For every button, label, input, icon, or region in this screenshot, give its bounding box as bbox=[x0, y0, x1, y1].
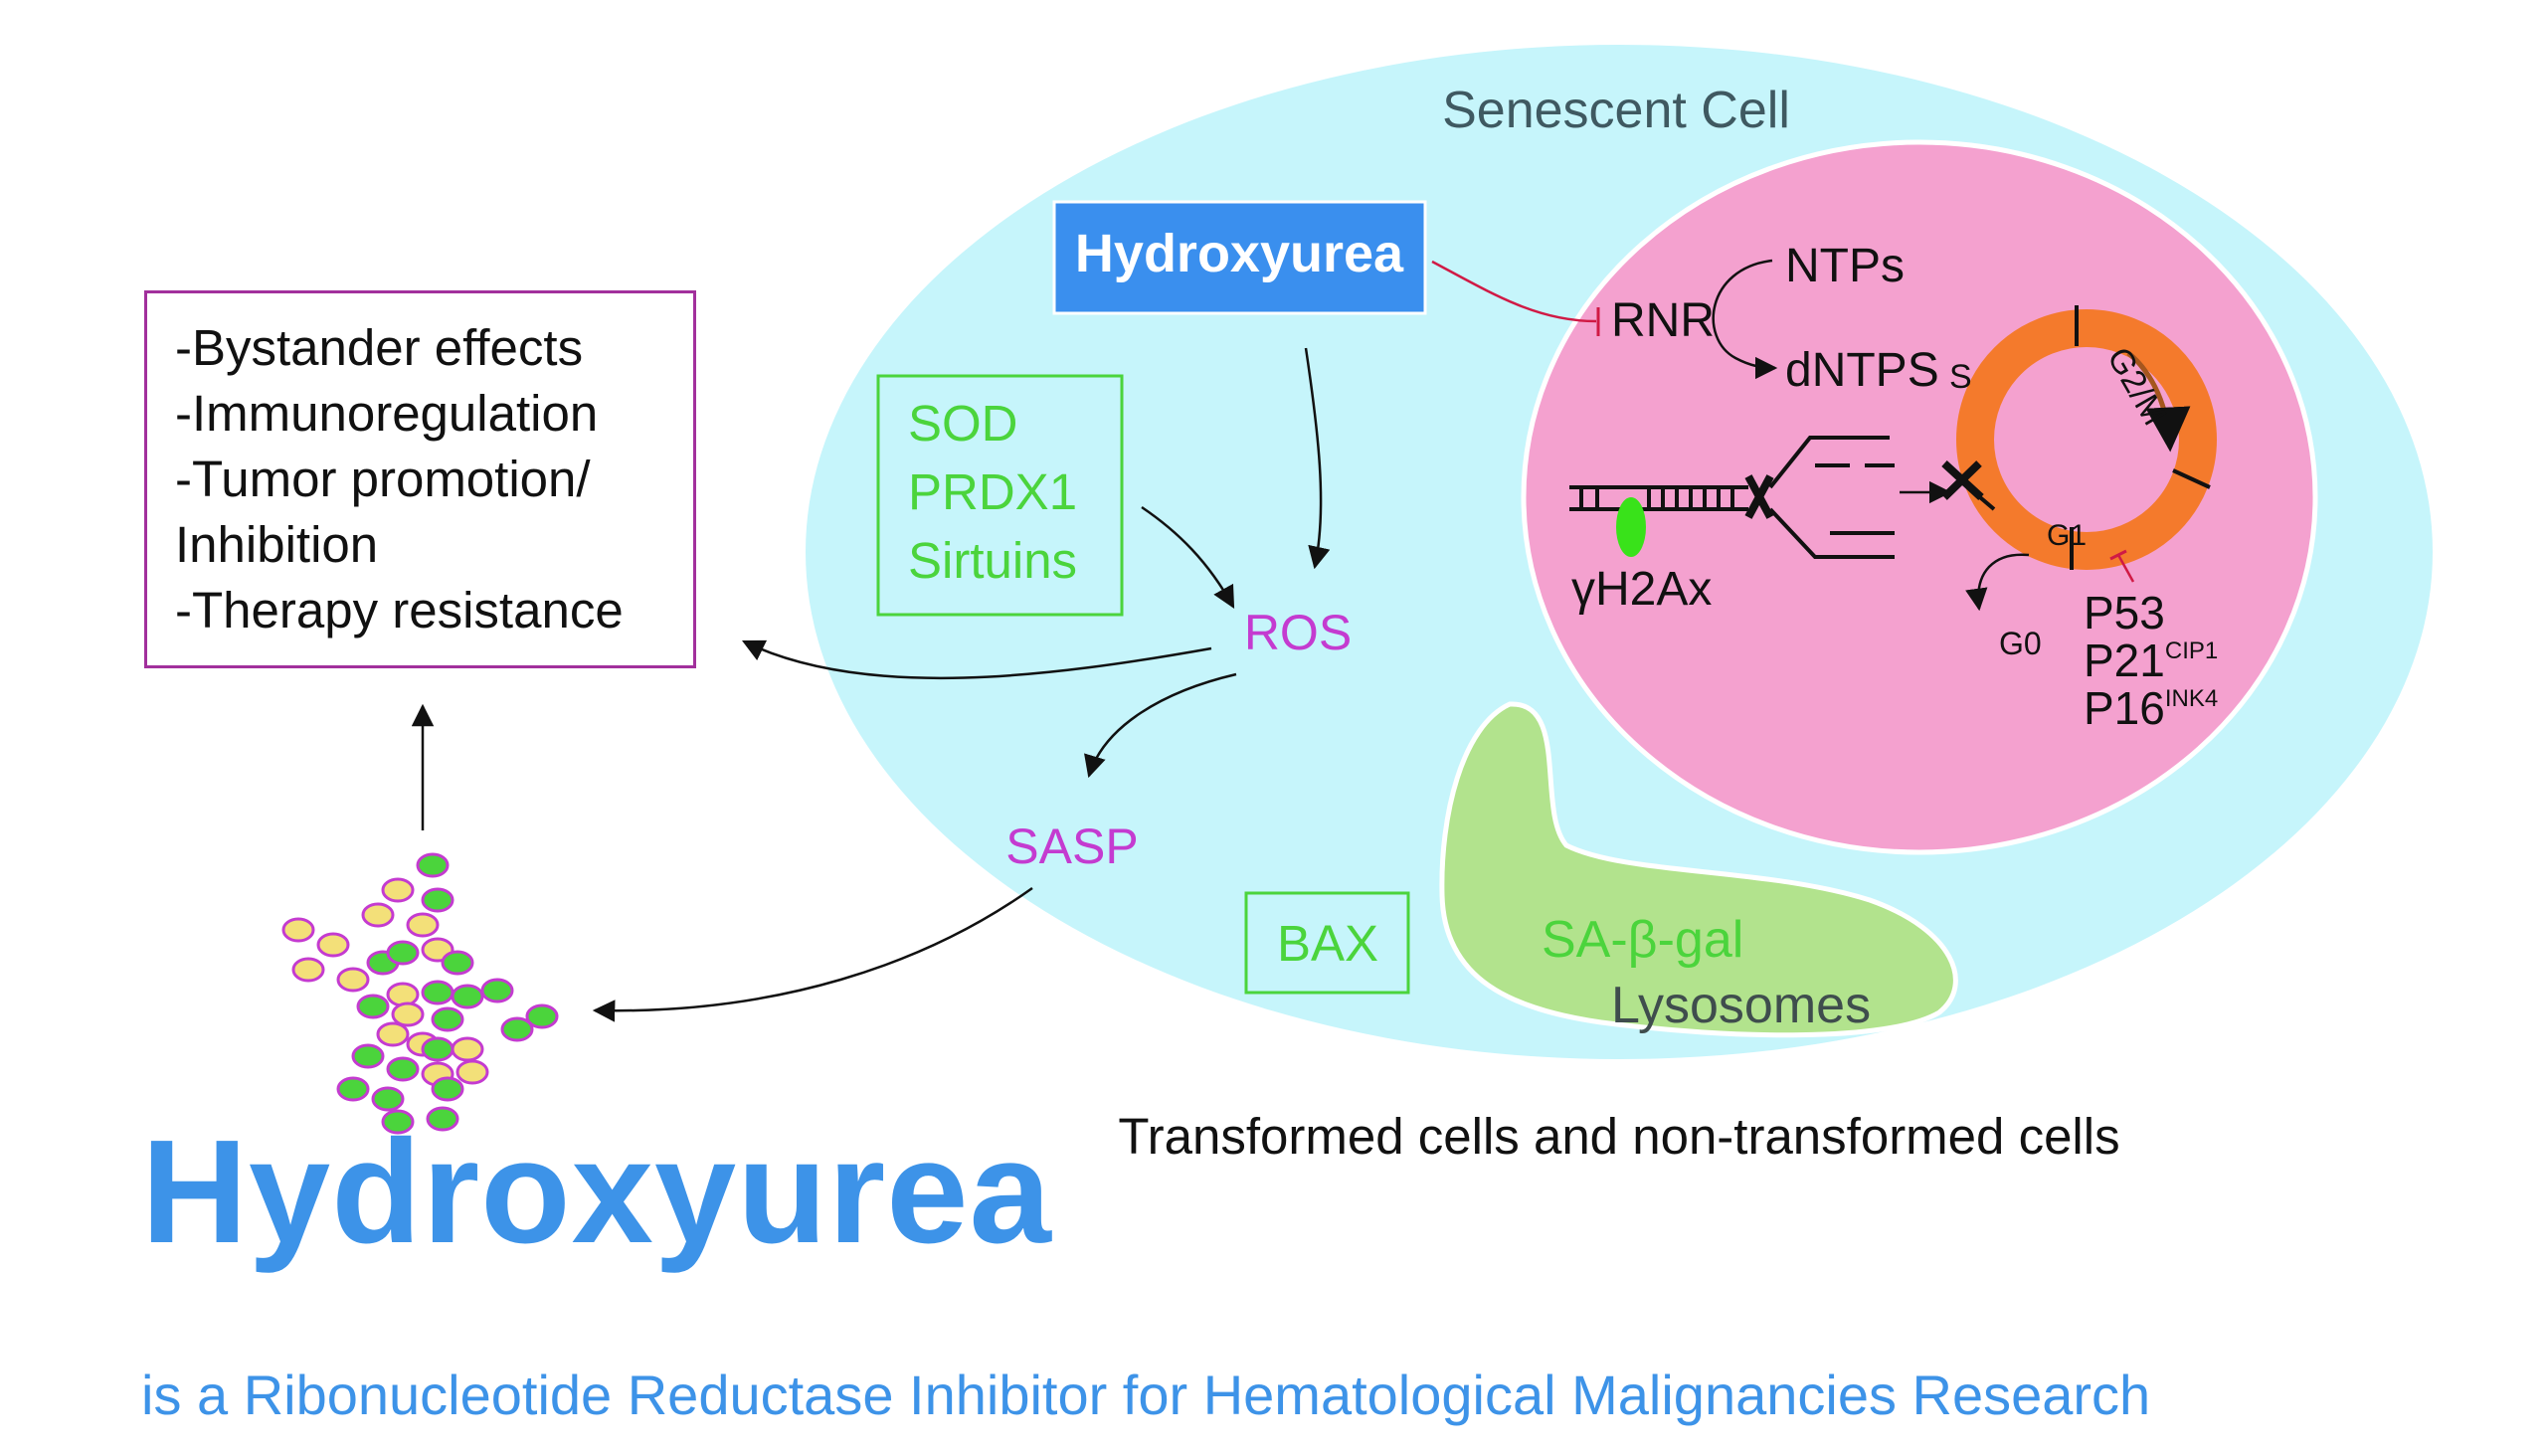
secreted-factor-dot bbox=[381, 1109, 415, 1135]
secreted-factor-dot bbox=[291, 957, 325, 983]
secreted-factor-dot bbox=[406, 912, 440, 938]
sasp-label: SASP bbox=[1005, 819, 1138, 874]
h2ax-marker bbox=[1616, 497, 1646, 557]
arrow-sasp-to-cluster bbox=[592, 886, 1033, 1022]
inhibition-p53-g1 bbox=[2116, 554, 2135, 583]
hydroxyurea-box-label: Hydroxyurea bbox=[1075, 224, 1404, 283]
bax-box bbox=[1244, 891, 1410, 995]
secreted-factor-dot bbox=[451, 984, 484, 1009]
secreted-factor-cluster bbox=[281, 852, 559, 1135]
secreted-factor-dot bbox=[351, 1043, 385, 1069]
lysosomes-label: Lysosomes bbox=[1611, 977, 1871, 1034]
secreted-factor-dot bbox=[500, 1016, 534, 1042]
secreted-factor-dot bbox=[455, 1059, 489, 1085]
effect-item: -Therapy resistance bbox=[175, 582, 624, 638]
arrow-ros-to-effects bbox=[741, 639, 1212, 680]
inhibition-hydroxyurea-rnr bbox=[1431, 260, 1597, 323]
svg-text:G1: G1 bbox=[2047, 519, 2087, 552]
secreted-factor-dot bbox=[391, 1001, 425, 1027]
phase-g0-label: G0 bbox=[1999, 626, 2042, 661]
antioxidant-box bbox=[876, 374, 1124, 617]
secreted-factor-dot bbox=[480, 978, 514, 1003]
effect-item: Inhibition bbox=[175, 516, 379, 573]
secreted-factor-dot bbox=[381, 877, 415, 903]
secreted-factor-dot bbox=[386, 1056, 420, 1082]
secreted-factor-dot bbox=[416, 852, 450, 878]
antioxidant-sirtuins: Sirtuins bbox=[908, 532, 1077, 589]
rnr-label: RNR bbox=[1611, 294, 1715, 347]
arrow-hydroxyurea-to-ros bbox=[1304, 347, 1331, 570]
senescent-cell-label: Senescent Cell bbox=[1442, 82, 1790, 139]
dntps-label: dNTPS bbox=[1785, 344, 1939, 397]
effect-item: -Tumor promotion/ bbox=[175, 451, 591, 507]
effects-box: -Bystander effects -Immunoregulation -Tu… bbox=[144, 290, 696, 668]
phase-g1-label: G1 bbox=[2047, 519, 2087, 552]
cycle-direction-arrow bbox=[2126, 351, 2191, 453]
arrow-g1-to-g0 bbox=[1965, 553, 2030, 612]
secreted-factor-dot bbox=[431, 1006, 464, 1032]
secreted-factor-dot bbox=[336, 967, 370, 993]
page-title: Hydroxyurea bbox=[141, 1110, 1052, 1274]
bax-label: BAX bbox=[1277, 915, 1378, 972]
secreted-factor-dot bbox=[421, 887, 455, 913]
secreted-factor-dot bbox=[451, 1036, 484, 1062]
secreted-factor-dot bbox=[386, 982, 420, 1007]
arrow-antioxidants-to-ros bbox=[1141, 505, 1235, 609]
cell-caption: Transformed cells and non-transformed ce… bbox=[1118, 1108, 2119, 1165]
arrow-ros-to-sasp bbox=[1084, 672, 1237, 779]
secreted-factor-dot bbox=[336, 1076, 370, 1102]
ntps-label: NTPs bbox=[1785, 240, 1905, 292]
protein-p53: P53 bbox=[2084, 587, 2165, 638]
protein-p16: P16INK4 bbox=[2084, 682, 2218, 734]
secreted-factor-dot bbox=[421, 1036, 455, 1062]
dna-damage-icon bbox=[1569, 436, 1895, 559]
secreted-factor-dot bbox=[371, 1086, 405, 1112]
secreted-factor-dot bbox=[421, 980, 455, 1005]
secreted-factor-dot bbox=[525, 1003, 559, 1029]
secreted-factor-dot bbox=[426, 1106, 459, 1132]
phase-s-label: S bbox=[1949, 358, 1972, 396]
antioxidant-prdx1: PRDX1 bbox=[908, 463, 1077, 520]
ros-label: ROS bbox=[1244, 605, 1352, 660]
cell-cycle-ring bbox=[1956, 309, 2217, 570]
secreted-factor-dot bbox=[281, 917, 315, 943]
effect-item: -Immunoregulation bbox=[175, 385, 599, 442]
protein-p21: P21CIP1 bbox=[2084, 635, 2218, 686]
secreted-factor-dot bbox=[376, 1021, 410, 1047]
secreted-factor-dot bbox=[441, 950, 474, 976]
secreted-factor-dot bbox=[356, 994, 390, 1019]
checkpoint-block-icon bbox=[1941, 460, 1984, 500]
arrow-ntps-to-dntps bbox=[1712, 259, 1778, 380]
antioxidant-sod: SOD bbox=[908, 395, 1018, 452]
effect-item: -Bystander effects bbox=[175, 319, 584, 376]
secreted-factor-dot bbox=[386, 940, 420, 966]
h2ax-label: γH2Ax bbox=[1571, 563, 1712, 616]
page-subtitle: is a Ribonucleotide Reductase Inhibitor … bbox=[141, 1364, 2151, 1426]
hydroxyurea-box bbox=[1052, 200, 1427, 315]
secreted-factor-dot bbox=[431, 1076, 464, 1102]
secreted-factor-dot bbox=[316, 932, 350, 958]
secreted-factor-dot bbox=[361, 902, 395, 928]
lysosome bbox=[1439, 701, 1958, 1038]
sa-beta-gal-label: SA-β-gal bbox=[1542, 911, 1743, 969]
